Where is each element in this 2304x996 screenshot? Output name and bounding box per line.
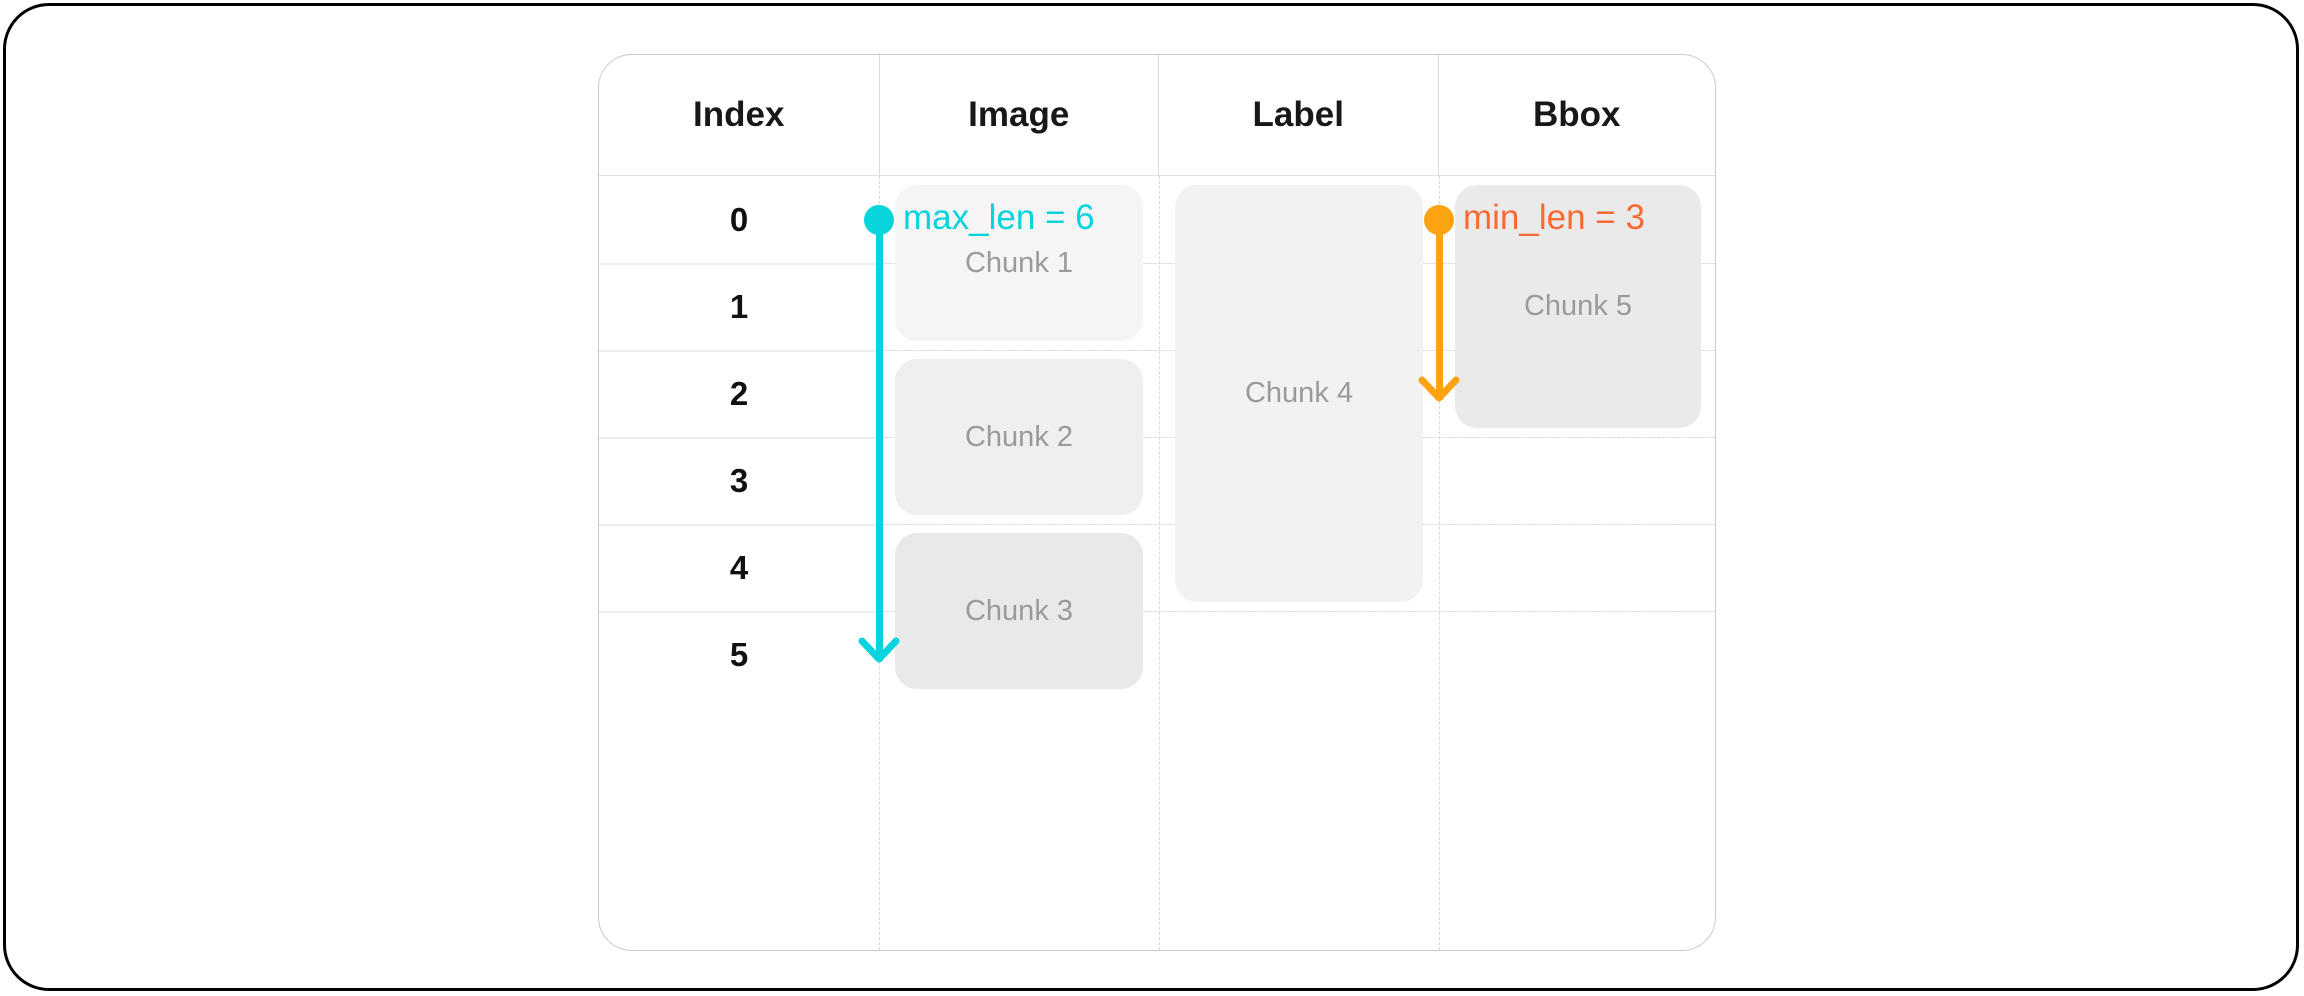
chunk-box[interactable]: Chunk 4 <box>1175 185 1423 602</box>
chunk-box[interactable]: Chunk 2 <box>895 359 1143 515</box>
annotation-start-dot <box>1424 204 1454 235</box>
index-value: 2 <box>729 375 749 412</box>
index-cell: 3 <box>599 438 879 524</box>
column-header-index: Index <box>599 55 879 175</box>
arrow-down-icon <box>1418 374 1460 409</box>
arrow-down-icon <box>858 635 900 670</box>
column-header-bbox-label: Bbox <box>1533 95 1621 134</box>
table-header-row: Index Image Label Bbox <box>599 55 1715 176</box>
column-separator-label-bbox <box>1439 176 1440 950</box>
index-row-separator <box>599 438 879 439</box>
index-row-separator <box>599 351 879 352</box>
table-row[interactable]: 3 <box>599 437 1715 524</box>
chunk-box[interactable]: Chunk 3 <box>895 533 1143 689</box>
chunk-label: Chunk 3 <box>964 594 1073 627</box>
index-row-separator <box>599 525 879 526</box>
index-cell: 4 <box>599 525 879 611</box>
index-row-separator <box>599 264 879 265</box>
index-value: 1 <box>729 288 749 325</box>
index-value: 5 <box>729 636 749 673</box>
column-header-bbox: Bbox <box>1437 55 1716 175</box>
table-row[interactable]: 0 <box>599 176 1715 263</box>
annotation-line <box>1435 219 1443 400</box>
column-header-index-label: Index <box>693 95 785 134</box>
index-cell: 0 <box>599 176 879 263</box>
table-row[interactable]: 5 <box>599 611 1715 698</box>
column-header-image-label: Image <box>968 95 1070 134</box>
column-header-label-label: Label <box>1252 95 1344 134</box>
index-cell: 2 <box>599 351 879 437</box>
annotation-label: max_len = 6 <box>903 197 1095 237</box>
chunk-label: Chunk 2 <box>964 420 1073 453</box>
chunk-box[interactable]: Chunk 5 <box>1455 185 1701 428</box>
annotation-start-dot <box>864 204 894 235</box>
annotation-label: min_len = 3 <box>1463 197 1645 237</box>
chunk-label: Chunk 5 <box>1523 290 1632 322</box>
row-gridline <box>879 611 1715 612</box>
annotation-line <box>875 219 883 661</box>
index-cell: 5 <box>599 612 879 698</box>
table-body: 0 1 2 3 4 5 Chunk 1 Chunk 2 Chunk 3 Chunk 4 Chunk… <box>599 176 1715 950</box>
column-header-label: Label <box>1158 55 1438 175</box>
index-value: 4 <box>729 549 749 586</box>
column-header-image: Image <box>878 55 1159 175</box>
table-row[interactable]: 4 <box>599 524 1715 611</box>
chunk-box[interactable]: Chunk 1 <box>895 185 1143 341</box>
column-separator-image-label <box>1159 176 1160 950</box>
index-value: 0 <box>729 200 749 238</box>
index-value: 3 <box>729 462 749 499</box>
index-row-separator <box>599 612 879 613</box>
chunk-label: Chunk 1 <box>964 246 1073 279</box>
index-cell: 1 <box>599 264 879 350</box>
chunk-label: Chunk 4 <box>1244 377 1353 409</box>
